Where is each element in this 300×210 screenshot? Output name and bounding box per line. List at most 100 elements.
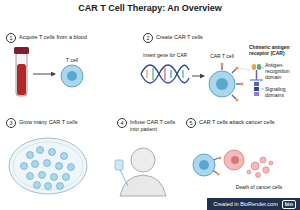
- footer-bar: Created in BioRender.com bio: [207, 198, 300, 210]
- cancer-cell: [231, 156, 239, 164]
- cultured-cells: [63, 174, 70, 181]
- receptor-detail: [254, 92, 259, 96]
- car-t-cell: [199, 160, 209, 170]
- step-number: 5: [186, 118, 196, 128]
- patient-figure: [131, 148, 155, 172]
- cancer-cell: [224, 150, 244, 170]
- step-heading: Create CAR T cells: [156, 33, 203, 41]
- cultured-cells: [39, 172, 46, 179]
- car-t-cell: [193, 154, 215, 176]
- dna-helix: [141, 65, 189, 83]
- step-node: 2Create CAR T cells: [143, 33, 203, 43]
- annotation-label: Chimeric antigen receptor (CAR): [249, 44, 297, 56]
- receptor-detail: [238, 68, 250, 70]
- cultured-cells: [32, 161, 39, 168]
- car-t-cell: [220, 62, 223, 65]
- logo-badge: bio: [282, 200, 296, 209]
- annotation-label: CAR T cell: [203, 53, 241, 59]
- dying-cancer-cell: [263, 167, 269, 173]
- patient-figure: [115, 148, 166, 196]
- dna-helix: [164, 68, 165, 80]
- step-number: 2: [143, 33, 153, 43]
- annotation-label: T cell: [56, 57, 88, 63]
- petri-dish: [9, 138, 87, 194]
- blood-tube: [17, 64, 26, 95]
- receptor-detail: [257, 64, 261, 70]
- dna-helix: [182, 70, 183, 78]
- annotation-label: Insert gene for CAR: [143, 52, 193, 58]
- car-t-cell: [219, 157, 222, 160]
- car-t-cell: [221, 65, 222, 70]
- cultured-cells: [57, 183, 64, 190]
- car-t-cell: [235, 98, 238, 101]
- patient-figure: [115, 160, 123, 170]
- dying-cancer-cell: [269, 161, 273, 165]
- receptor-detail: [238, 64, 264, 96]
- blood-tube: [14, 47, 29, 96]
- dying-cancer-cell: [247, 157, 273, 178]
- cancer-cell: [224, 150, 244, 170]
- blood-tube: [14, 47, 29, 54]
- car-t-cell: [240, 82, 243, 85]
- receptor-detail: [254, 87, 259, 91]
- annotation-label: Antigen-recognition domain: [265, 62, 297, 80]
- cultured-cells: [44, 160, 51, 167]
- car-t-cell: [232, 69, 236, 73]
- cultured-cells: [61, 153, 68, 160]
- process-arrow: [192, 76, 204, 77]
- receptor-detail: [260, 89, 264, 90]
- step-node: 4Infuse CAR T cells into patient: [117, 118, 180, 132]
- receptor-detail: [254, 82, 259, 86]
- cultured-cells: [37, 147, 44, 154]
- cultured-cells: [21, 147, 75, 190]
- receptor-detail: [250, 79, 263, 80]
- t-cell: [61, 65, 83, 87]
- cultured-cells: [27, 152, 34, 159]
- t-cell: [67, 71, 77, 81]
- step-heading: Infuse CAR T cells into patient: [130, 118, 180, 132]
- step-node: 5CAR T cells attack cancer cells: [186, 118, 275, 128]
- car-t-cell: [216, 78, 228, 90]
- dna-helix: [146, 70, 147, 78]
- title: CAR T Cell Therapy: An Overview: [0, 3, 300, 13]
- annotation-label: Death of cancer cells: [228, 184, 290, 190]
- t-cell: [61, 65, 83, 87]
- cultured-cells: [56, 163, 63, 170]
- dying-cancer-cell: [256, 173, 261, 178]
- step-node: 1Acquire T cells from a blood: [6, 33, 87, 43]
- step-heading: Grow many CAR T cells: [19, 118, 77, 126]
- car-t-cell: [232, 95, 236, 99]
- dying-cancer-cell: [247, 170, 251, 174]
- receptor-detail: [261, 68, 264, 69]
- cultured-cells: [34, 182, 41, 189]
- petri-dish: [9, 138, 87, 194]
- dna-helix: [141, 65, 189, 83]
- dying-cancer-cell: [251, 162, 259, 170]
- cultured-cells: [21, 163, 28, 170]
- patient-figure: [120, 175, 166, 196]
- step-heading: CAR T cells attack cancer cells: [199, 118, 275, 126]
- step-number: 1: [6, 33, 16, 43]
- receptor-detail: [256, 70, 258, 80]
- step-number: 3: [6, 118, 16, 128]
- car-t-cell: [193, 154, 222, 176]
- dna-helix: [141, 65, 189, 83]
- cultured-cells: [68, 164, 75, 171]
- dna-helix: [170, 70, 171, 78]
- receptor-detail: [252, 64, 256, 70]
- blood-tube: [16, 52, 27, 96]
- car-t-cell: [217, 173, 220, 176]
- dying-cancer-cell: [260, 157, 266, 163]
- process-arrow: [33, 74, 55, 75]
- petri-dish: [13, 142, 83, 190]
- cultured-cells: [49, 149, 56, 156]
- cultured-cells: [27, 173, 34, 180]
- annotation-label: Signaling domains: [265, 86, 297, 98]
- cultured-cells: [45, 183, 52, 190]
- patient-figure: [120, 170, 128, 186]
- dna-helix: [152, 68, 153, 80]
- footer-text: Created in BioRender.com: [213, 201, 278, 207]
- step-number: 4: [117, 118, 127, 128]
